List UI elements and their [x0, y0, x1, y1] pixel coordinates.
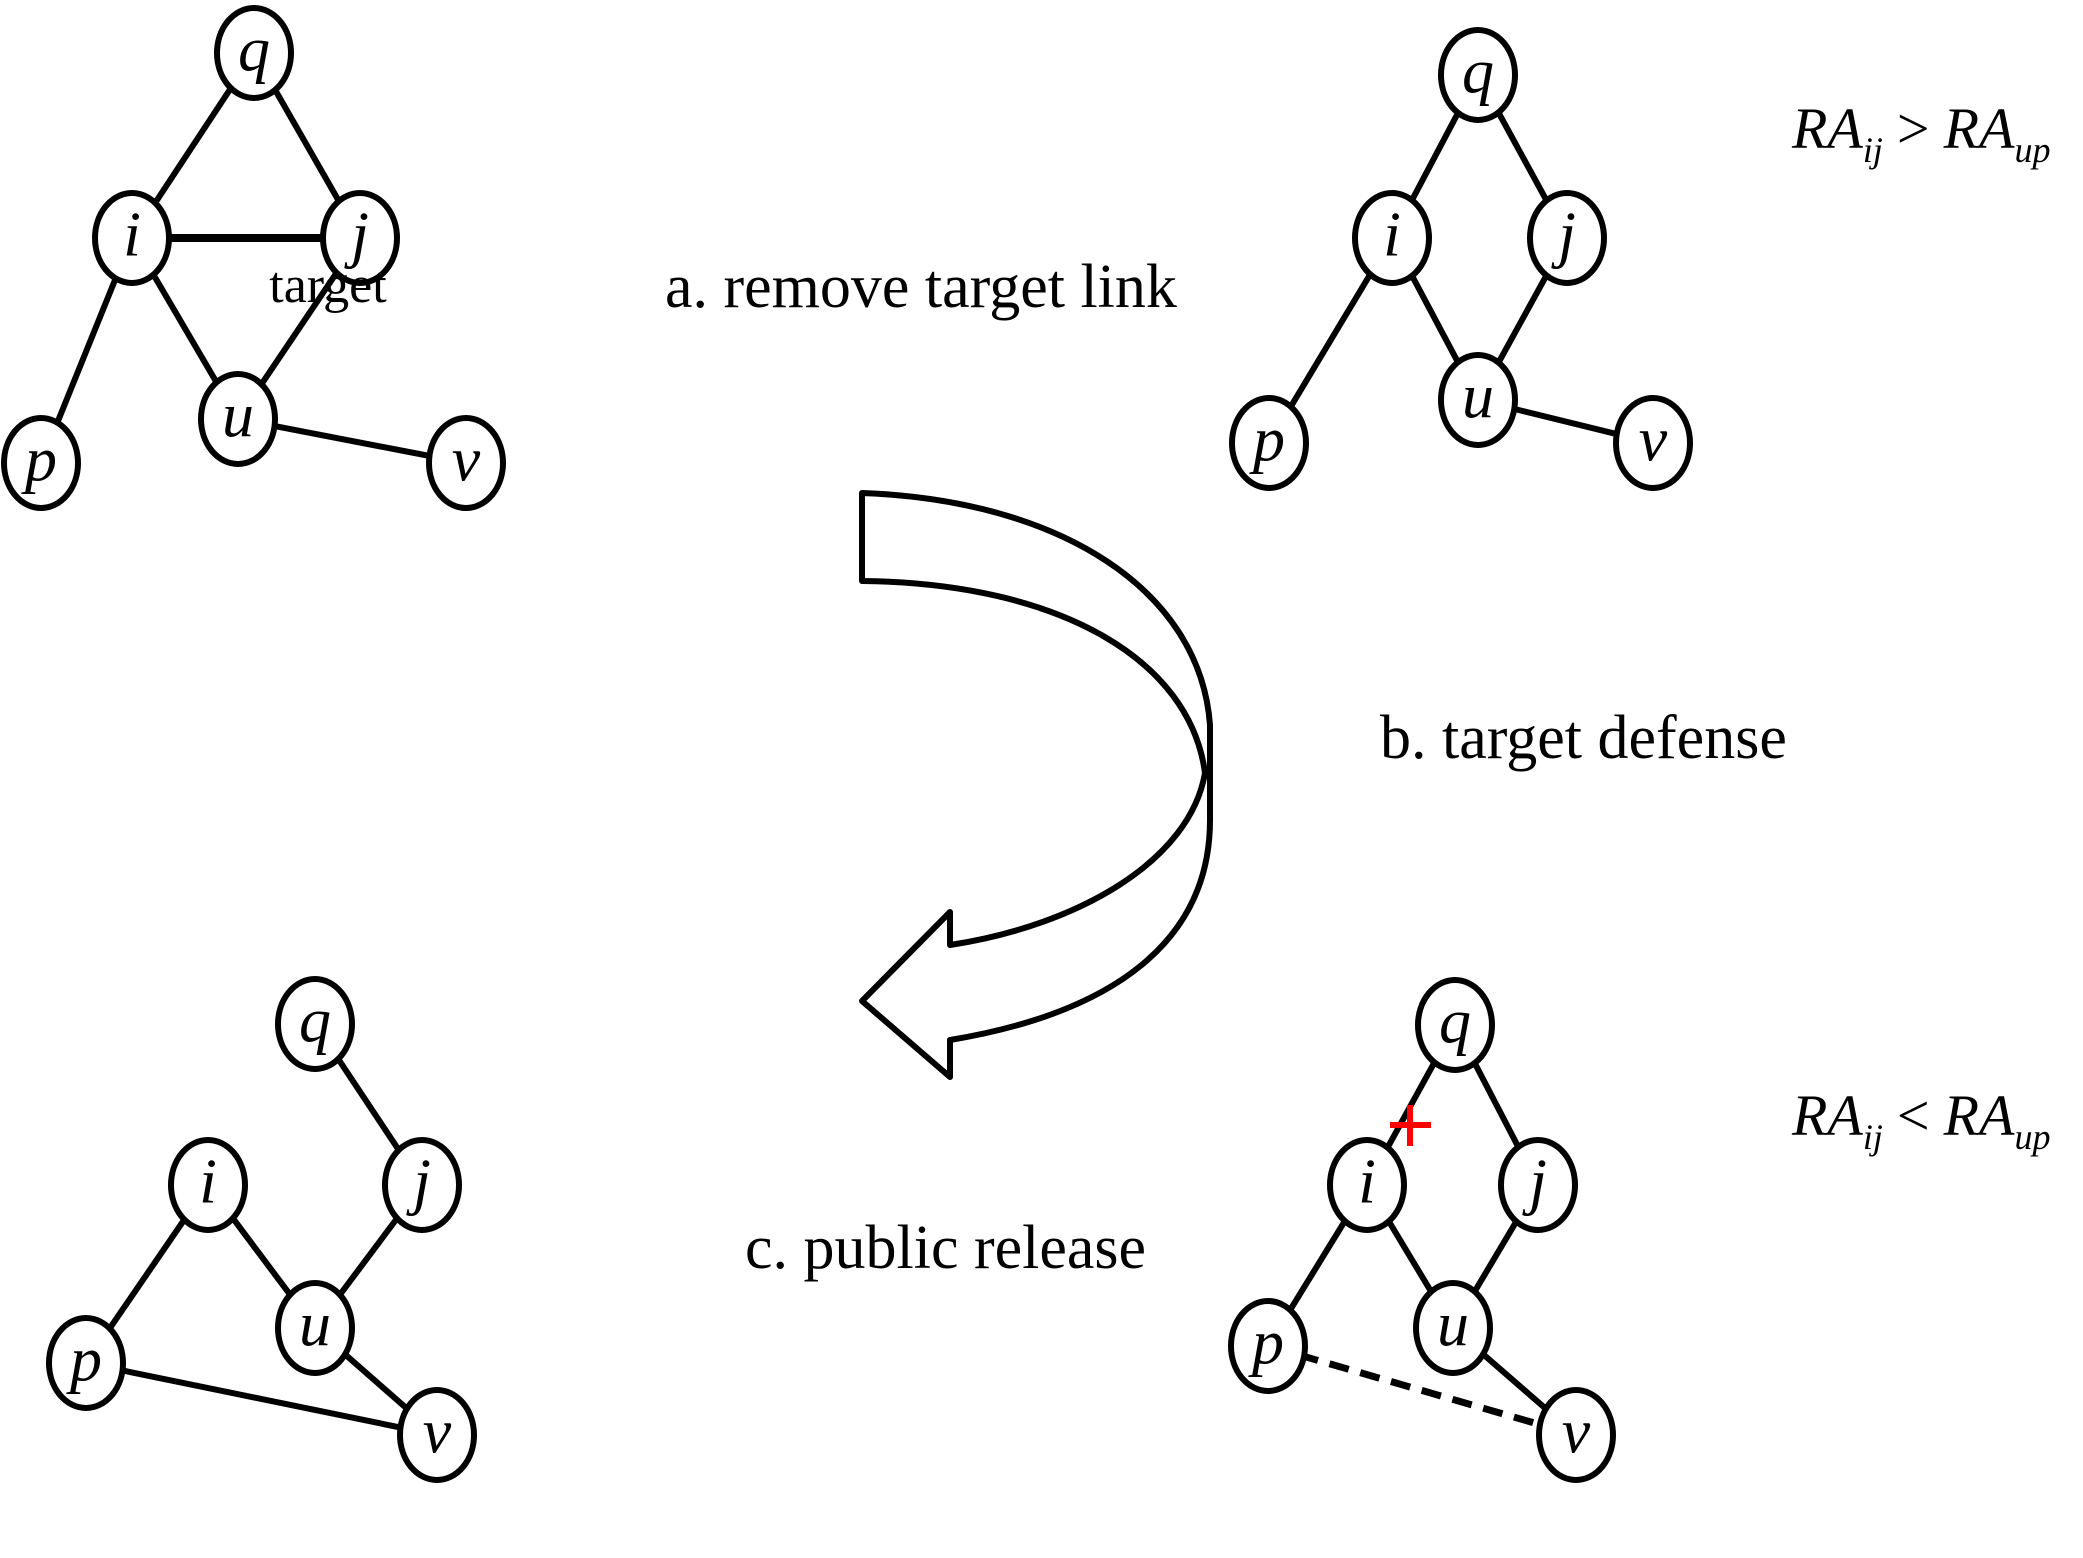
node-defended-u: u	[1413, 1280, 1493, 1376]
node-label: u	[1437, 1289, 1469, 1360]
node-released-p: p	[46, 1315, 126, 1411]
node-circle	[92, 190, 172, 286]
node-target-removed-q: q	[1438, 27, 1518, 123]
node-circle	[1228, 1298, 1308, 1394]
node-circle	[1415, 977, 1495, 1073]
node-label: i	[1383, 199, 1401, 270]
node-label: p	[21, 424, 57, 495]
node-released-i: i	[168, 1137, 248, 1233]
node-circle	[1413, 1280, 1493, 1376]
node-defended-j: j	[1498, 1137, 1578, 1233]
node-target-removed-u: u	[1438, 352, 1518, 448]
node-defended-p: p	[1228, 1298, 1308, 1394]
node-circle	[1498, 1137, 1578, 1233]
node-circle	[1352, 190, 1432, 286]
node-circle	[1613, 395, 1693, 491]
node-label: u	[299, 1289, 331, 1360]
node-original-i: i	[92, 190, 172, 286]
node-label: i	[199, 1146, 217, 1217]
node-label: q	[1439, 986, 1471, 1057]
node-label: q	[238, 14, 270, 85]
node-target-removed-j: j	[1527, 190, 1607, 286]
node-label: p	[1248, 1307, 1284, 1378]
node-circle	[1, 415, 81, 511]
node-circle	[397, 1387, 477, 1483]
caption-target-defense: b. target defense	[1380, 704, 1787, 772]
node-circle	[46, 1315, 126, 1411]
node-original-q: q	[214, 5, 294, 101]
node-circle	[214, 5, 294, 101]
node-circle	[1327, 1137, 1407, 1233]
node-defended-v: v	[1536, 1387, 1616, 1483]
edge-released-p-v	[85, 1360, 438, 1438]
node-label: q	[1462, 36, 1494, 107]
node-original-j: j	[320, 190, 400, 286]
formula-ra-greater: RAij>RAup	[1791, 96, 2050, 170]
node-label: v	[1562, 1396, 1591, 1467]
node-released-u: u	[275, 1280, 355, 1376]
node-circle	[1438, 27, 1518, 123]
node-defended-i: i	[1327, 1137, 1407, 1233]
node-circle	[1527, 190, 1607, 286]
node-label: u	[222, 380, 254, 451]
removed-edge-cross-icon	[1390, 1105, 1431, 1146]
caption-public-release: c. public release	[745, 1214, 1146, 1282]
formula-ra-less: RAij<RAup	[1791, 1083, 2050, 1157]
node-circle	[1229, 395, 1309, 491]
added-edge-p-v	[1267, 1342, 1577, 1439]
target-edge-label: target	[269, 257, 387, 314]
node-circle	[275, 976, 355, 1072]
node-circle	[426, 415, 506, 511]
node-circle	[168, 1137, 248, 1233]
caption-remove-target-link: a. remove target link	[665, 253, 1177, 321]
node-circle	[382, 1137, 462, 1233]
node-target-removed-i: i	[1352, 190, 1432, 286]
node-label: p	[66, 1324, 102, 1395]
node-released-j: j	[382, 1137, 462, 1233]
node-label: i	[123, 199, 141, 270]
node-label: v	[452, 424, 481, 495]
node-original-p: p	[1, 415, 81, 511]
node-label: i	[1358, 1146, 1376, 1217]
node-target-removed-p: p	[1229, 395, 1309, 491]
node-label: v	[1639, 404, 1668, 475]
curved-flow-arrow	[859, 490, 1213, 1080]
node-label: q	[299, 985, 331, 1056]
node-defended-q: q	[1415, 977, 1495, 1073]
node-circle	[1536, 1387, 1616, 1483]
node-label: p	[1249, 404, 1285, 475]
node-original-v: v	[426, 415, 506, 511]
node-circle	[1438, 352, 1518, 448]
node-circle	[320, 190, 400, 286]
node-label: u	[1462, 361, 1494, 432]
node-released-q: q	[275, 976, 355, 1072]
node-label: v	[423, 1396, 452, 1467]
node-target-removed-v: v	[1613, 395, 1693, 491]
node-circle	[275, 1280, 355, 1376]
node-original-u: u	[198, 371, 278, 467]
node-released-v: v	[397, 1387, 477, 1483]
node-circle	[198, 371, 278, 467]
